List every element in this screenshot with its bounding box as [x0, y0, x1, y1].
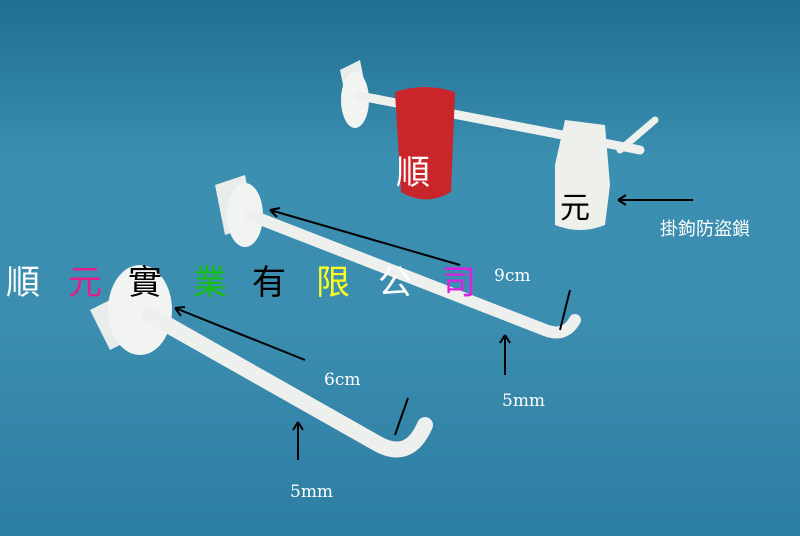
lock-char-2: 元 — [560, 191, 590, 226]
company-char: 順 — [6, 263, 40, 303]
short-hook-diameter-label: 5mm — [290, 482, 334, 502]
lock-name-label: 掛鉤防盜鎖 — [660, 219, 750, 240]
company-char: 公 — [378, 263, 412, 303]
long-hook — [215, 175, 581, 339]
company-char: 業 — [193, 263, 227, 303]
company-char: 司 — [442, 263, 476, 303]
red-lock — [395, 87, 455, 200]
long-hook-length-label: 9cm — [494, 266, 531, 286]
short-hook-length-label: 6cm — [324, 370, 361, 390]
dimension-arrows — [174, 194, 693, 460]
long-hook-diameter-label: 5mm — [502, 391, 546, 411]
company-char: 有 — [252, 263, 286, 303]
lock-char-1: 順 — [396, 153, 430, 193]
company-char: 限 — [316, 263, 350, 303]
company-char: 元 — [68, 263, 102, 303]
white-lock — [555, 120, 610, 230]
company-char: 實 — [128, 263, 162, 303]
short-hook — [90, 265, 433, 458]
anti-theft-hook — [340, 60, 659, 230]
